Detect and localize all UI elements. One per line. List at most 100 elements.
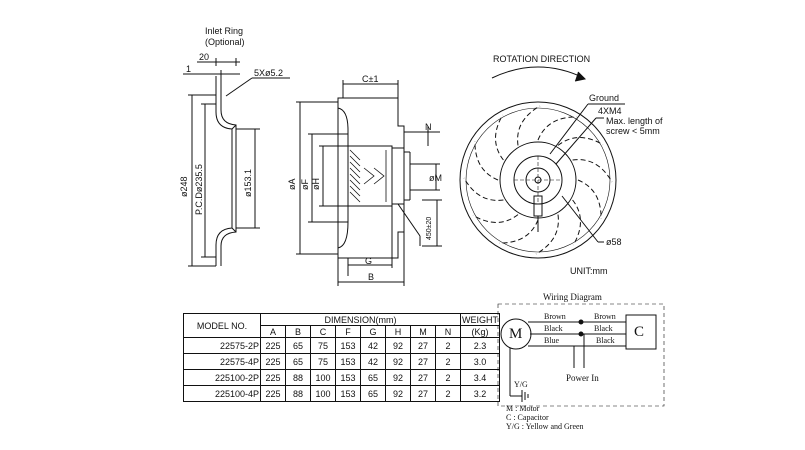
column-header: H bbox=[385, 325, 411, 338]
impeller-blade bbox=[472, 214, 519, 223]
dim-g-label: G bbox=[365, 256, 373, 266]
value-cell: 225 bbox=[260, 369, 286, 386]
impeller-blade bbox=[495, 114, 504, 161]
column-header: C bbox=[310, 325, 336, 338]
dim-b-label: B bbox=[368, 272, 375, 282]
impeller-blade bbox=[537, 116, 577, 141]
impeller-blade bbox=[535, 214, 559, 255]
dia-58-label: ø58 bbox=[606, 237, 622, 247]
model-cell: 225100-2P bbox=[183, 369, 261, 386]
value-cell: 92 bbox=[385, 385, 411, 402]
dia-f-label: øF bbox=[300, 179, 310, 190]
impeller-blade bbox=[474, 141, 499, 181]
legend-motor: M : Motor bbox=[506, 404, 540, 413]
wiring-title: Wiring Diagram bbox=[543, 292, 602, 302]
value-cell: 65 bbox=[285, 353, 311, 370]
impeller-blade bbox=[557, 137, 604, 146]
impeller-blade bbox=[517, 105, 541, 146]
impeller-blade bbox=[499, 219, 539, 244]
wire-black-cap: Black bbox=[596, 336, 615, 345]
dia-h-label: øH bbox=[311, 178, 321, 190]
dia-153-label: ø153.1 bbox=[243, 168, 253, 197]
dia-a-label: øA bbox=[287, 178, 297, 190]
value-cell: 27 bbox=[410, 385, 436, 402]
inlet-ring-subtitle: (Optional) bbox=[205, 37, 245, 47]
weight-unit: (Kg) bbox=[460, 325, 500, 338]
value-cell: 2 bbox=[435, 353, 461, 370]
value-cell: 42 bbox=[360, 353, 386, 370]
impeller-blade bbox=[463, 177, 504, 201]
value-cell: 88 bbox=[285, 369, 311, 386]
column-header: G bbox=[360, 325, 386, 338]
weight-cell: 2.3 bbox=[460, 337, 500, 354]
value-cell: 65 bbox=[285, 337, 311, 354]
unit-label: UNIT:mm bbox=[570, 266, 608, 276]
holes-label: 5Xø5.2 bbox=[254, 68, 284, 78]
screw-note-line2: screw < 5mm bbox=[606, 126, 660, 136]
rotation-view bbox=[459, 66, 625, 259]
lead-length-label: 450±20 bbox=[426, 216, 433, 240]
wire-blue: Blue bbox=[544, 336, 560, 345]
wire-black-right: Black bbox=[594, 324, 613, 333]
legend-capacitor: C : Capacitor bbox=[506, 413, 549, 422]
value-cell: 75 bbox=[310, 353, 336, 370]
value-cell: 225 bbox=[260, 353, 286, 370]
value-cell: 153 bbox=[335, 385, 361, 402]
value-cell: 2 bbox=[435, 337, 461, 354]
fan-side-view bbox=[296, 80, 442, 286]
value-cell: 65 bbox=[360, 369, 386, 386]
model-cell: 22575-2P bbox=[183, 337, 261, 354]
value-cell: 2 bbox=[435, 369, 461, 386]
dim-c-label: C±1 bbox=[362, 74, 379, 84]
model-header: MODEL NO. bbox=[183, 313, 261, 338]
value-cell: 153 bbox=[335, 353, 361, 370]
screw-label: 4XM4 bbox=[598, 106, 622, 116]
column-header: N bbox=[435, 325, 461, 338]
value-cell: 42 bbox=[360, 337, 386, 354]
value-cell: 75 bbox=[310, 337, 336, 354]
value-cell: 153 bbox=[335, 369, 361, 386]
value-cell: 2 bbox=[435, 385, 461, 402]
value-cell: 100 bbox=[310, 385, 336, 402]
value-cell: 27 bbox=[410, 337, 436, 354]
impeller-blade bbox=[577, 179, 602, 219]
value-cell: 92 bbox=[385, 337, 411, 354]
value-cell: 100 bbox=[310, 369, 336, 386]
wire-brown-right: Brown bbox=[594, 312, 616, 321]
dim-n-label: N bbox=[425, 122, 432, 132]
dim-1-label: 1 bbox=[186, 64, 192, 74]
inlet-ring-side-view bbox=[183, 58, 290, 267]
column-header: B bbox=[285, 325, 311, 338]
wiring-diagram bbox=[497, 303, 665, 407]
dim-20-label: 20 bbox=[199, 52, 210, 62]
wire-brown-left: Brown bbox=[544, 312, 566, 321]
value-cell: 92 bbox=[385, 369, 411, 386]
value-cell: 225 bbox=[260, 385, 286, 402]
column-header: M bbox=[410, 325, 436, 338]
dia-m-label: øM bbox=[429, 173, 442, 183]
value-cell: 27 bbox=[410, 353, 436, 370]
dia-248-label: ø248 bbox=[179, 176, 189, 197]
screw-note-line1: Max. length of bbox=[606, 116, 663, 126]
legend-yg: Y/G : Yellow and Green bbox=[506, 422, 584, 431]
inlet-ring-title: Inlet Ring bbox=[205, 26, 244, 36]
pcd-label: P.C.Dø235.5 bbox=[194, 164, 204, 215]
impeller-blade bbox=[572, 199, 581, 246]
motor-symbol: M bbox=[509, 326, 523, 342]
value-cell: 225 bbox=[260, 337, 286, 354]
value-cell: 88 bbox=[285, 385, 311, 402]
value-cell: 92 bbox=[385, 353, 411, 370]
weight-cell: 3.2 bbox=[460, 385, 500, 402]
impeller-blade bbox=[572, 159, 613, 183]
dimension-header: DIMENSION(mm) bbox=[260, 313, 461, 326]
value-cell: 27 bbox=[410, 369, 436, 386]
model-cell: 225100-4P bbox=[183, 385, 261, 402]
yg-label: Y/G bbox=[514, 380, 528, 389]
power-in-label: Power In bbox=[566, 373, 599, 383]
